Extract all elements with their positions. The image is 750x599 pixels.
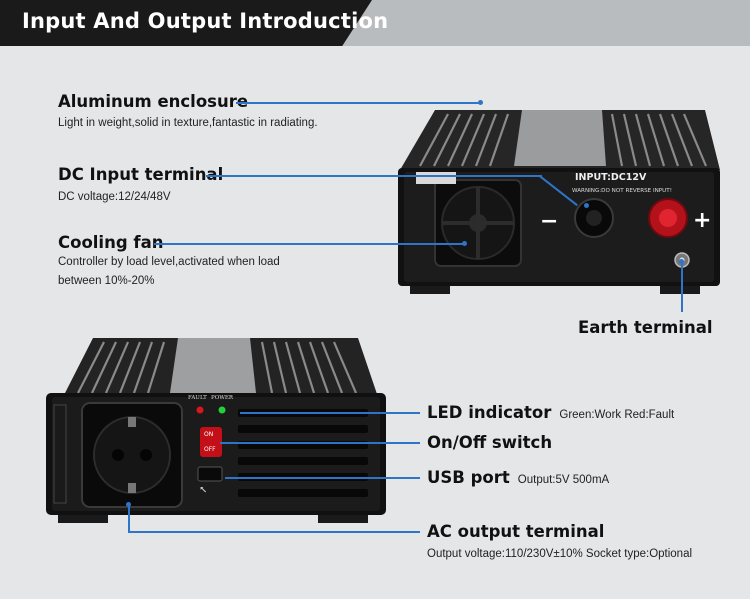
earth-leader-dot xyxy=(679,259,684,264)
usb-title-text: USB port xyxy=(427,468,510,487)
led-title: LED indicator Green:Work Red:Fault xyxy=(427,403,674,422)
power-label: POWER xyxy=(211,395,234,401)
led-title-text: LED indicator xyxy=(427,403,552,422)
inverter-front-image: FAULT POWER ON OFF ⭦ xyxy=(46,338,386,523)
fault-label: FAULT xyxy=(188,395,207,401)
ac-output-leader-dot xyxy=(126,502,131,507)
fan-description-line1: Controller by load level,activated when … xyxy=(58,256,280,268)
enclosure-leader-line xyxy=(236,102,480,104)
minus-symbol: − xyxy=(540,209,558,234)
fan-leader-line xyxy=(154,243,464,245)
switch-on-label: ON xyxy=(204,431,213,438)
switch-off-label: OFF xyxy=(204,446,216,453)
fan-description-line2: between 10%-20% xyxy=(58,275,155,287)
dc-input-leader-line xyxy=(206,175,542,177)
enclosure-title: Aluminum enclosure xyxy=(58,92,249,111)
ac-output-leader-line xyxy=(128,531,420,533)
ac-output-description: Output voltage:110/230V±10% Socket type:… xyxy=(427,548,693,560)
usb-title: USB port Output:5V 500mA xyxy=(427,468,609,487)
fan-title: Cooling fan xyxy=(58,233,164,252)
fault-led xyxy=(196,406,204,414)
earth-title: Earth terminal xyxy=(578,318,713,337)
dc-input-description: DC voltage:12/24/48V xyxy=(58,191,171,203)
led-leader-line xyxy=(240,412,420,414)
page-title: Input And Output Introduction xyxy=(22,9,389,33)
earth-leader-line xyxy=(681,262,683,312)
switch-leader-line xyxy=(220,442,420,444)
dc-input-leader-dot xyxy=(584,203,589,208)
fan-leader-dot xyxy=(462,241,467,246)
ac-output-title: AC output terminal xyxy=(427,522,605,541)
enclosure-leader-dot xyxy=(478,100,483,105)
dc-input-title: DC Input terminal xyxy=(58,165,224,184)
ac-output-leader-vertical xyxy=(128,505,130,532)
plus-symbol: + xyxy=(693,208,711,233)
inverter-rear-image: INPUT:DC12V WARNING:DO NOT REVERSE INPUT… xyxy=(398,110,720,294)
switch-title: On/Off switch xyxy=(427,433,553,452)
title-banner xyxy=(0,0,372,46)
led-description: Green:Work Red:Fault xyxy=(559,409,675,421)
reverse-warning-label: WARNING:DO NOT REVERSE INPUT! xyxy=(572,188,672,194)
enclosure-description: Light in weight,solid in texture,fantast… xyxy=(58,117,318,129)
usb-description: Output:5V 500mA xyxy=(517,474,610,486)
power-led xyxy=(218,406,226,414)
input-rating-label: INPUT:DC12V xyxy=(575,172,647,183)
usb-icon: ⭦ xyxy=(200,485,207,496)
usb-leader-line xyxy=(225,477,420,479)
